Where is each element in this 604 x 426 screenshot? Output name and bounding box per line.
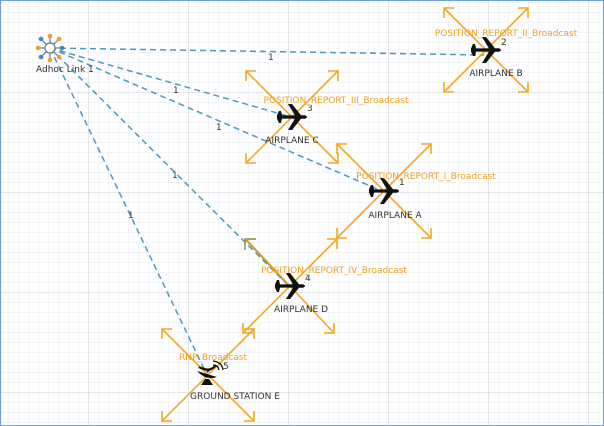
node-number: 3 [307,104,313,114]
link-to-airplane-b[interactable] [49,47,485,56]
link-layer: 1 1 1 1 1 [49,47,485,376]
node-label: AIRPLANE B [469,69,522,79]
node-number: 5 [223,362,229,372]
node-label: AIRPLANE A [368,211,422,221]
hub-node[interactable]: Adhoc Link 1 [35,33,94,75]
link-to-airplane-c[interactable] [49,47,292,118]
satellite-dish-icon [197,360,224,385]
hub-label: Adhoc Link 1 [36,65,94,75]
hub-icon [35,33,65,63]
node-number: 1 [399,178,405,188]
node-number: 2 [501,38,507,48]
route-label: POSITION_REPORT_III_Broadcast [264,96,409,106]
route-label: POSITION_REPORT_IV_Broadcast [261,266,407,276]
route-label: POSITION_REPORT_II_Broadcast [435,29,578,39]
route-label: RNP_Broadcast [179,353,247,363]
node-airplane-b[interactable]: 2 POSITION_REPORT_II_Broadcast AIRPLANE … [435,7,578,93]
link-label-a: 1 [216,123,222,133]
node-airplane-d[interactable]: 4 POSITION_REPORT_IV_Broadcast AIRPLANE … [242,238,407,334]
link-to-ground-station-e[interactable] [49,47,208,376]
node-number: 4 [305,274,311,284]
node-ground-station-e[interactable]: 5 RNP_Broadcast GROUND STATION E [161,328,280,422]
link-label-b: 1 [268,53,274,63]
link-to-airplane-d[interactable] [49,47,291,288]
node-airplane-a[interactable]: 1 POSITION_REPORT_I_Broadcast AIRPLANE A [336,143,496,239]
node-airplane-c[interactable]: 3 POSITION_REPORT_III_Broadcast AIRPLANE… [245,70,409,164]
link-label-c: 1 [173,86,179,96]
link-label-e: 1 [128,211,134,221]
node-label: AIRPLANE D [274,305,328,315]
node-label: GROUND STATION E [190,392,280,402]
link-to-airplane-a[interactable] [49,47,385,193]
route-label: POSITION_REPORT_I_Broadcast [356,172,496,182]
link-label-d: 1 [172,171,178,181]
node-label: AIRPLANE C [265,136,318,146]
